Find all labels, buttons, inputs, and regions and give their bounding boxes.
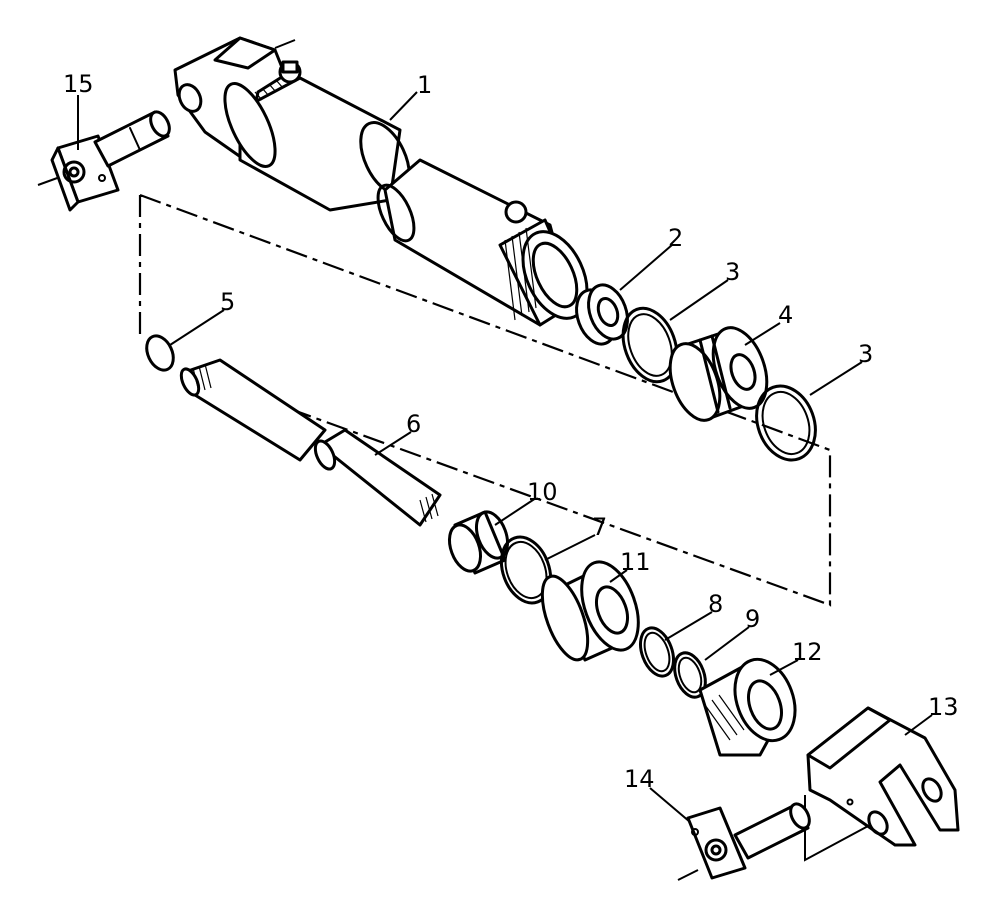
part-1-cylinder-barrel-front bbox=[376, 158, 589, 327]
part-5-o-ring bbox=[145, 334, 175, 372]
callout-13: 13 bbox=[928, 693, 959, 721]
part-1-cylinder-barrel-rear bbox=[173, 36, 411, 212]
callout-3-upper: 3 bbox=[725, 258, 740, 286]
leader-10 bbox=[494, 497, 537, 526]
part-12-end-cap-nut bbox=[698, 657, 797, 757]
callout-8: 8 bbox=[708, 590, 723, 618]
leader-4 bbox=[744, 322, 781, 346]
part-3-seal-ring-lower bbox=[755, 384, 817, 462]
leader-11 bbox=[609, 569, 628, 583]
callout-labels: 1 2 3 4 3 5 6 10 7 11 8 9 12 13 14 15 bbox=[63, 70, 959, 793]
part-11-gland-nut bbox=[540, 560, 640, 662]
callout-7: 7 bbox=[592, 513, 607, 541]
leader-14 bbox=[649, 787, 691, 823]
leader-2 bbox=[619, 244, 673, 291]
leader-6 bbox=[374, 431, 412, 456]
callout-14: 14 bbox=[624, 765, 655, 793]
leader-13 bbox=[904, 714, 933, 736]
leader-5 bbox=[169, 309, 225, 346]
part-3-seal-ring-upper bbox=[621, 306, 679, 384]
part-14-pin-plate bbox=[686, 802, 811, 880]
part-6-piston-rod bbox=[179, 358, 442, 527]
callout-2: 2 bbox=[668, 224, 683, 252]
callout-15: 15 bbox=[63, 70, 94, 98]
part-4-piston bbox=[668, 326, 769, 422]
callout-6: 6 bbox=[406, 410, 421, 438]
part-15-pin-plate bbox=[50, 110, 171, 212]
callout-9: 9 bbox=[745, 605, 760, 633]
leader-lines bbox=[77, 91, 933, 823]
part-7-o-ring bbox=[499, 535, 553, 605]
callout-10: 10 bbox=[527, 478, 558, 506]
callout-11: 11 bbox=[620, 548, 651, 576]
leader-9 bbox=[704, 626, 750, 661]
centerline-top bbox=[37, 39, 296, 186]
leader-3a bbox=[669, 279, 729, 321]
callout-4: 4 bbox=[778, 301, 793, 329]
assembly-path-line bbox=[138, 193, 832, 607]
callout-3-lower: 3 bbox=[858, 340, 873, 368]
part-9-wiper-ring bbox=[673, 651, 707, 699]
part-10-bushing bbox=[447, 510, 510, 575]
part-13-clevis bbox=[806, 706, 960, 847]
callout-12: 12 bbox=[792, 638, 823, 666]
part-8-seal bbox=[639, 626, 675, 678]
callout-1: 1 bbox=[417, 71, 432, 99]
callout-5: 5 bbox=[220, 288, 235, 316]
leader-3b bbox=[809, 361, 863, 396]
leader-1 bbox=[389, 91, 418, 121]
leader-12 bbox=[769, 659, 799, 676]
centerline-bottom bbox=[677, 869, 699, 881]
part-2-gland-ring bbox=[575, 283, 629, 346]
leader-8 bbox=[664, 611, 713, 641]
leader-7 bbox=[544, 534, 596, 561]
